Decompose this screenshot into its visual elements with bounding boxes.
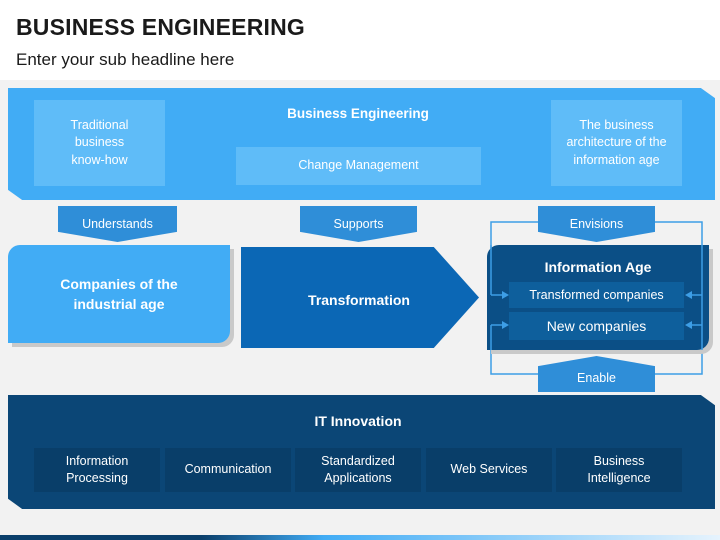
business-architecture-box: The business architecture of the informa… bbox=[551, 100, 682, 186]
transformation-arrow bbox=[241, 247, 479, 348]
page-title: BUSINESS ENGINEERING bbox=[16, 14, 305, 40]
it-innovation-heading: IT Innovation bbox=[314, 413, 402, 429]
information-age-heading: Information Age bbox=[544, 259, 652, 275]
transformation-label: Transformation bbox=[308, 292, 410, 308]
information-processing-box: Information Processing bbox=[34, 448, 160, 492]
web-services-box: Web Services bbox=[426, 448, 552, 492]
enable-label: Enable bbox=[577, 371, 616, 385]
bottom-accent-strip bbox=[0, 535, 720, 540]
communication-box: Communication bbox=[165, 448, 291, 492]
business-intelligence-box: Business Intelligence bbox=[556, 448, 682, 492]
change-management-box: Change Management bbox=[236, 147, 481, 185]
transformed-companies-box: Transformed companies bbox=[509, 282, 684, 308]
new-companies-box: New companies bbox=[509, 312, 684, 340]
standardized-applications-box: Standardized Applications bbox=[295, 448, 421, 492]
traditional-know-how-box: Traditional business know-how bbox=[34, 100, 165, 186]
business-engineering-heading: Business Engineering bbox=[287, 106, 429, 121]
companies-industrial-age-box: Companies of the industrial age bbox=[8, 245, 230, 343]
page-subtitle: Enter your sub headline here bbox=[16, 50, 235, 69]
